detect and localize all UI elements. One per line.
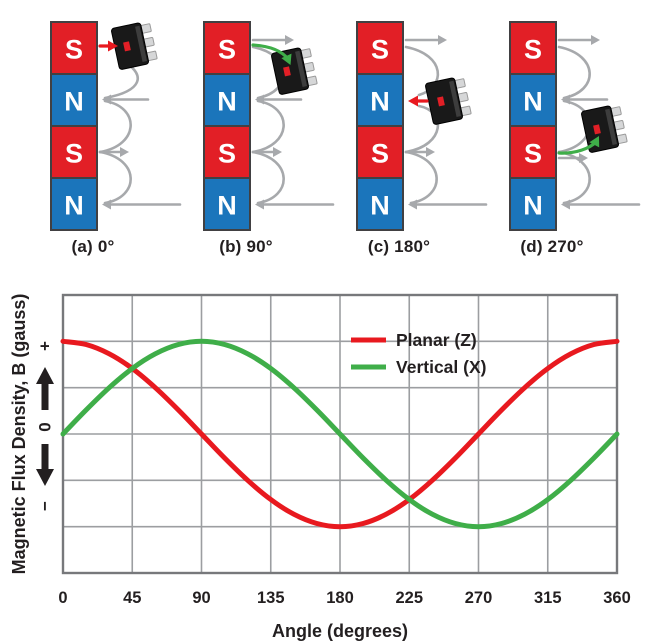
flux-field-line — [251, 99, 285, 154]
flux-field-line — [557, 45, 591, 100]
flux-field-line — [98, 99, 132, 154]
sensing-element — [593, 124, 601, 135]
pole-block-north — [509, 177, 557, 231]
pole-letter: N — [217, 87, 237, 117]
flux-field-line — [98, 150, 132, 205]
x-tick-label: 135 — [257, 589, 285, 607]
sensing-element — [283, 66, 291, 77]
pole-letter: N — [370, 191, 390, 221]
field-arrowhead-icon — [285, 35, 294, 45]
field-arrowhead-icon — [255, 199, 264, 210]
pole-block-north — [509, 73, 557, 127]
pole-letter: N — [64, 191, 84, 221]
hall-sensor-chip-icon — [581, 105, 628, 153]
sensed-field-arrowhead-icon — [589, 136, 600, 148]
flux-field-line — [251, 150, 285, 205]
sensed-field-arrowhead-icon — [108, 40, 118, 52]
pole-letter: N — [523, 191, 543, 221]
legend-label: Vertical (X) — [396, 357, 486, 377]
pole-letter: S — [65, 139, 83, 169]
sensed-field-arrowhead-icon — [408, 95, 418, 107]
field-arrowhead-icon — [438, 35, 447, 45]
field-arrowhead-icon — [120, 147, 129, 157]
field-arrowhead-icon — [408, 199, 417, 210]
panel-caption: (c) 180° — [367, 237, 431, 256]
flux-field-line — [404, 104, 440, 154]
pole-letter: S — [524, 139, 542, 169]
sensing-element — [437, 96, 445, 107]
x-tick-label: 180 — [326, 589, 354, 607]
field-arrowhead-icon — [102, 199, 111, 210]
field-arrowhead-icon — [591, 35, 600, 45]
x-tick-label: 0 — [58, 589, 67, 607]
hall-sensor-chip-icon — [425, 77, 472, 125]
pole-block-south — [203, 21, 251, 75]
field-arrowhead-icon — [561, 199, 570, 210]
sensing-element — [123, 41, 131, 52]
field-arrowhead-icon — [426, 147, 435, 157]
x-tick-label: 315 — [534, 589, 562, 607]
pole-letter: S — [524, 35, 542, 65]
pole-letter: S — [371, 35, 389, 65]
sensed-field-arrowhead-icon — [281, 53, 292, 65]
x-tick-label: 360 — [603, 589, 631, 607]
pole-block-south — [509, 125, 557, 179]
pole-block-south — [203, 125, 251, 179]
flux-field-line — [557, 150, 591, 205]
pole-block-north — [203, 177, 251, 231]
legend: Planar (Z) Vertical (X) — [351, 330, 486, 377]
x-axis-title: Angle (degrees) — [272, 621, 408, 641]
series-curve — [60, 338, 620, 530]
x-tick-label: 270 — [465, 589, 493, 607]
series-curve — [60, 338, 620, 530]
panel-caption: (b) 90° — [219, 237, 273, 256]
pole-letter: S — [65, 35, 83, 65]
chart-canvas: Planar (Z) Vertical (X) 0 45 90 135 180 225 270 3… — [9, 294, 631, 641]
pole-letter: S — [371, 139, 389, 169]
field-arrowhead-icon — [273, 147, 282, 157]
up-arrow-icon — [36, 367, 54, 410]
hall-sensor-chip-icon — [271, 47, 318, 95]
panel-caption: (d) 270° — [520, 237, 584, 256]
y-axis-mark: − — [36, 501, 55, 511]
x-tick-label: 45 — [123, 589, 141, 607]
hall-sensor-chip-icon — [111, 22, 158, 70]
pole-block-north — [203, 73, 251, 127]
down-arrow-icon — [36, 444, 54, 486]
pole-block-north — [50, 177, 98, 231]
pole-letter: S — [218, 139, 236, 169]
pole-letter: N — [523, 87, 543, 117]
x-tick-label: 90 — [192, 589, 210, 607]
panel-caption: (a) 0° — [71, 237, 115, 256]
x-tick-label: 225 — [395, 589, 423, 607]
y-axis-mark: + — [36, 341, 55, 351]
pole-block-north — [356, 177, 404, 231]
y-axis-title: Magnetic Flux Density, B (gauss) — [9, 294, 29, 575]
y-axis-mark: 0 — [36, 422, 55, 431]
pole-letter: N — [217, 191, 237, 221]
pole-letter: N — [64, 87, 84, 117]
pole-letter: S — [218, 35, 236, 65]
legend-label: Planar (Z) — [396, 330, 477, 350]
flux-field-line — [404, 150, 438, 205]
flux-density-chart: Planar (Z) Vertical (X) 0 45 90 135 180 225 270 3… — [0, 260, 650, 643]
pole-letter: N — [370, 87, 390, 117]
